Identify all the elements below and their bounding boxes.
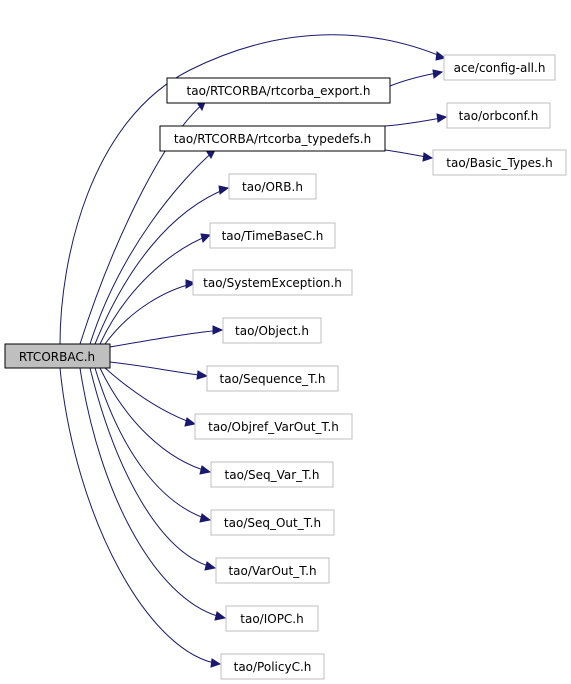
- node-sequence-t-label: tao/Sequence_T.h: [220, 372, 326, 386]
- node-policyc-label: tao/PolicyC.h: [234, 660, 312, 674]
- node-varout-t-label: tao/VarOut_T.h: [228, 564, 316, 578]
- arrowheads: [184, 51, 448, 668]
- node-rtcorba-export-label: tao/RTCORBA/rtcorba_export.h: [187, 84, 371, 98]
- arrowhead-orbconf: [436, 113, 448, 123]
- node-policyc[interactable]: tao/PolicyC.h: [220, 653, 325, 680]
- arrowhead-export-config-all: [432, 69, 444, 79]
- edges: [59, 34, 447, 665]
- node-systemexception-label: tao/SystemException.h: [203, 276, 342, 290]
- node-timebasec-label: tao/TimeBaseC.h: [222, 229, 324, 243]
- edge-root-to-config-all: [59, 34, 446, 345]
- node-object[interactable]: tao/Object.h: [222, 317, 322, 344]
- node-orbconf-label: tao/orbconf.h: [459, 109, 539, 123]
- node-basic-types[interactable]: tao/Basic_Types.h: [432, 149, 567, 176]
- node-systemexception[interactable]: tao/SystemException.h: [192, 269, 353, 296]
- edge-root-to-timebasec: [99, 234, 211, 345]
- arrowhead-seq-out-t: [199, 513, 212, 523]
- edge-rtcorba-typedefs-to-orbconf: [384, 116, 447, 127]
- edge-root-to-policyc: [59, 367, 221, 665]
- edge-root-to-object: [109, 329, 223, 348]
- arrowhead-objref-varout-t: [184, 417, 197, 427]
- edge-root-to-rtcorba-typedefs: [89, 149, 216, 345]
- node-seq-var-t-label: tao/Seq_Var_T.h: [225, 468, 320, 482]
- arrowhead-seq-var-t: [199, 465, 212, 475]
- node-config-all-label: ace/config-all.h: [454, 61, 546, 75]
- node-orb-label: tao/ORB.h: [242, 180, 303, 194]
- node-rtcorba-export[interactable]: tao/RTCORBA/rtcorba_export.h: [166, 77, 391, 104]
- node-object-label: tao/Object.h: [235, 324, 309, 338]
- edge-root-to-seq-out-t: [94, 367, 211, 521]
- edge-root-to-varout-t: [89, 367, 216, 569]
- arrowhead-sequence-t: [196, 370, 209, 380]
- edge-root-to-objref-varout-t: [104, 367, 196, 425]
- node-timebasec[interactable]: tao/TimeBaseC.h: [209, 222, 336, 249]
- edge-root-to-seq-var-t: [99, 367, 211, 473]
- node-config-all[interactable]: ace/config-all.h: [443, 54, 556, 81]
- arrowhead-timebasec: [200, 233, 212, 243]
- node-varout-t[interactable]: tao/VarOut_T.h: [215, 557, 330, 584]
- node-root[interactable]: RTCORBAC.h: [4, 343, 111, 369]
- arrowhead-object: [212, 325, 224, 335]
- edge-root-to-rtcorba-export: [79, 101, 206, 345]
- arrowhead-orb: [218, 185, 230, 195]
- arrowhead-basic-types: [422, 152, 434, 162]
- node-basic-types-label: tao/Basic_Types.h: [446, 156, 552, 170]
- node-seq-var-t[interactable]: tao/Seq_Var_T.h: [210, 461, 334, 488]
- arrowhead-iopc: [214, 611, 227, 621]
- edge-root-to-systemexception: [104, 282, 196, 345]
- arrowhead-varout-t: [204, 561, 217, 571]
- node-iopc[interactable]: tao/IOPC.h: [225, 605, 319, 632]
- node-objref-varout-t[interactable]: tao/Objref_VarOut_T.h: [194, 413, 353, 440]
- edge-root-to-iopc: [79, 367, 226, 619]
- node-seq-out-t-label: tao/Seq_Out_T.h: [224, 516, 321, 530]
- arrowhead-policyc: [210, 658, 222, 668]
- node-rtcorba-typedefs-label: tao/RTCORBA/rtcorba_typedefs.h: [174, 132, 371, 146]
- node-orbconf[interactable]: tao/orbconf.h: [446, 102, 551, 129]
- arrowhead-systemexception: [185, 279, 197, 289]
- node-objref-varout-t-label: tao/Objref_VarOut_T.h: [208, 420, 339, 434]
- edge-root-to-orb: [94, 187, 229, 345]
- node-rtcorba-typedefs[interactable]: tao/RTCORBA/rtcorba_typedefs.h: [159, 125, 386, 152]
- edge-root-to-sequence-t: [109, 361, 208, 377]
- node-sequence-t[interactable]: tao/Sequence_T.h: [206, 365, 339, 392]
- node-seq-out-t[interactable]: tao/Seq_Out_T.h: [210, 509, 335, 536]
- node-root-label: RTCORBAC.h: [19, 350, 95, 364]
- node-orb[interactable]: tao/ORB.h: [228, 173, 317, 200]
- arrowhead-config-all: [435, 51, 447, 61]
- node-iopc-label: tao/IOPC.h: [240, 612, 303, 626]
